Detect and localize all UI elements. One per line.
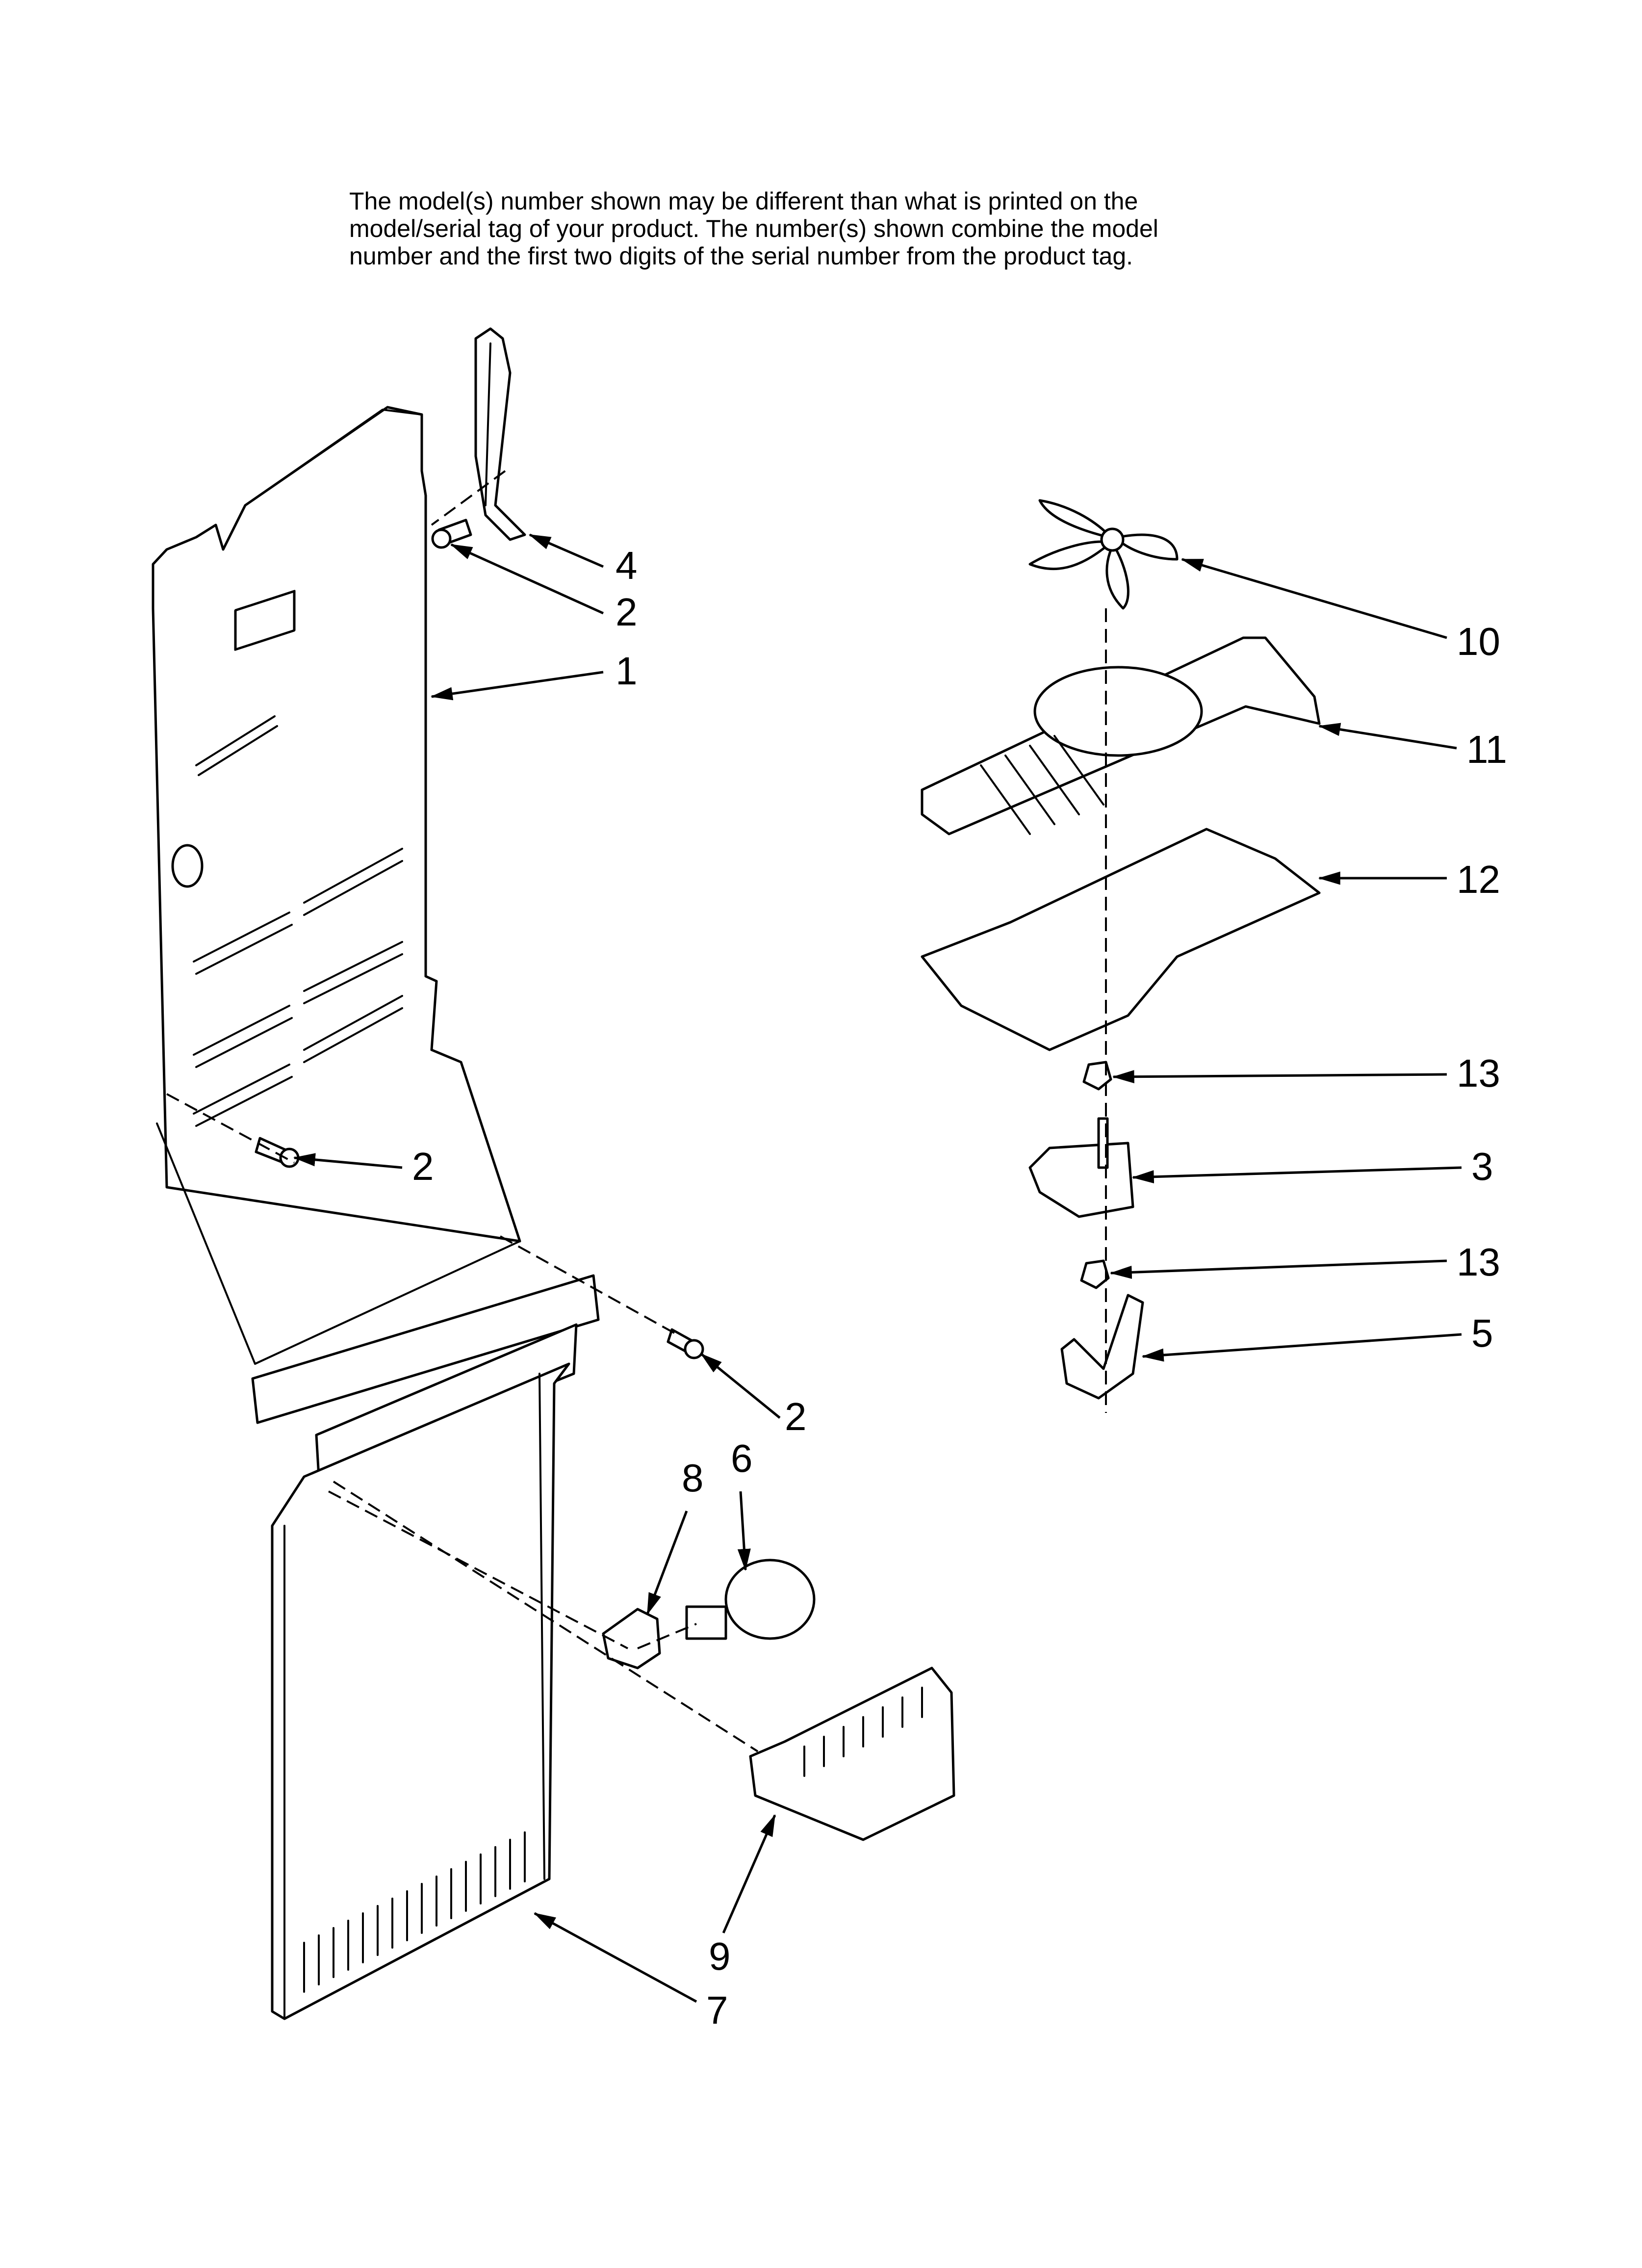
leader-arrow-1 — [430, 671, 604, 701]
callout-9: 9 — [709, 1934, 731, 1978]
part-6-bulb — [685, 1559, 816, 1640]
disclaimer-line: The model(s) number shown may be differe… — [349, 187, 1138, 215]
part-4-bracket — [474, 327, 526, 541]
part-13-nut — [1082, 1061, 1112, 1091]
part-11-fan-shroud — [921, 636, 1321, 835]
callout-1: 1 — [616, 649, 638, 693]
part-3-motor — [1028, 1117, 1134, 1218]
leader-arrow-8 — [646, 1511, 688, 1616]
callout-12: 12 — [1457, 858, 1500, 901]
callout-6: 6 — [731, 1436, 753, 1480]
callout-13: 13 — [1457, 1051, 1500, 1095]
leader-arrow-7 — [534, 1912, 697, 2003]
callout-2: 2 — [412, 1145, 434, 1188]
part-8-socket — [602, 1608, 661, 1669]
callout-4: 4 — [616, 544, 638, 587]
leader-arrow-2 — [293, 1153, 403, 1169]
disclaimer-note: The model(s) number shown may be differe… — [349, 187, 1428, 270]
callout-11: 11 — [1466, 728, 1507, 771]
callout-8: 8 — [682, 1456, 704, 1500]
leader-arrow-10 — [1180, 558, 1447, 639]
part-5-bracket — [1060, 1294, 1144, 1400]
callout-leaders — [293, 533, 1462, 2003]
part-10-fan-blade — [1028, 499, 1179, 610]
assembly-lines — [166, 470, 1107, 1752]
part-2-screw — [667, 1328, 704, 1359]
callout-2: 2 — [616, 590, 638, 634]
callout-5: 5 — [1471, 1311, 1493, 1355]
part-9-light-cover — [749, 1667, 955, 1841]
leader-arrow-2 — [700, 1353, 781, 1419]
disclaimer-line: model/serial tag of your product. The nu… — [349, 215, 1158, 242]
leader-arrow-3 — [1131, 1166, 1462, 1184]
part-12-gasket — [921, 828, 1321, 1051]
disclaimer-line: number and the first two digits of the s… — [349, 242, 1133, 270]
part-2-screw — [431, 519, 472, 549]
leader-arrow-9 — [722, 1814, 776, 1934]
leader-arrow-5 — [1141, 1333, 1462, 1362]
callout-3: 3 — [1471, 1145, 1493, 1188]
part-13-nut — [1080, 1259, 1110, 1289]
leader-arrow-13 — [1109, 1259, 1447, 1279]
leader-arrow-11 — [1318, 723, 1457, 750]
callout-labels: 1 2 2 2 3 4 5 6 7 8 9 10 11 12 13 13 — [412, 544, 1507, 2032]
leader-arrow-6 — [737, 1491, 751, 1571]
part-1-upper-panel — [152, 406, 521, 1365]
callout-10: 10 — [1457, 620, 1500, 663]
part-7-lower-panel — [251, 1274, 600, 2020]
leader-arrow-2 — [450, 543, 604, 615]
leader-arrow-4 — [528, 533, 604, 568]
callout-13: 13 — [1457, 1240, 1500, 1284]
leader-arrow-13 — [1112, 1070, 1447, 1084]
callout-2: 2 — [785, 1395, 807, 1438]
callout-7: 7 — [706, 1988, 728, 2032]
